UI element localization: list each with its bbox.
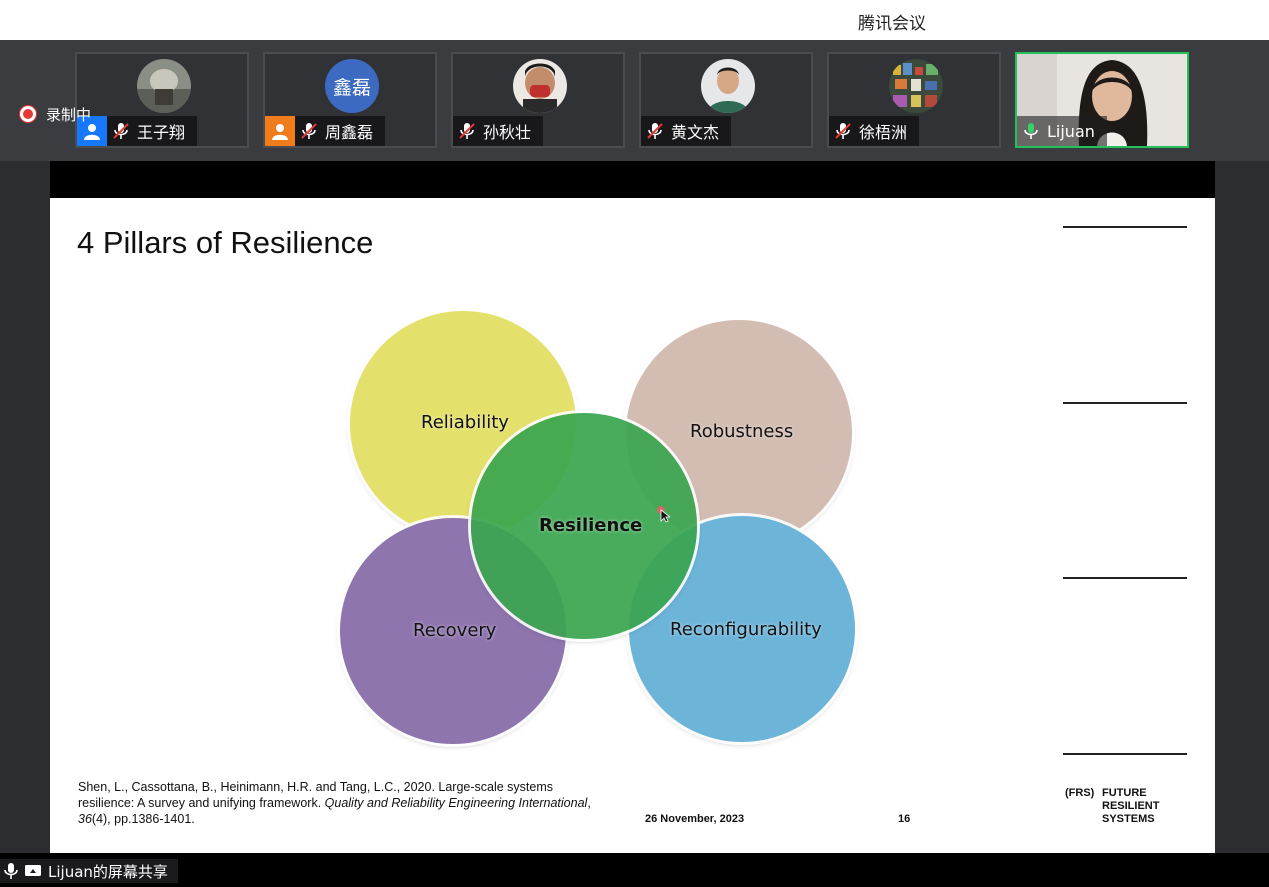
participant-tile[interactable]: 黄文杰 — [639, 52, 813, 148]
citation: Shen, L., Cassottana, B., Heinimann, H.R… — [78, 779, 598, 827]
slide-page-number: 16 — [898, 813, 910, 825]
slide-date: 26 November, 2023 — [645, 813, 744, 825]
participant-tile[interactable]: 徐梧洲 — [827, 52, 1001, 148]
avatar — [513, 59, 567, 113]
shared-screen-top-border — [50, 161, 1215, 198]
participant-tile[interactable]: 孙秋壮 — [451, 52, 625, 148]
mic-active-icon — [1017, 116, 1045, 146]
org-name-line: SYSTEMS — [1102, 813, 1159, 826]
org-abbreviation: (FRS) — [1065, 787, 1094, 799]
mic-muted-icon — [829, 116, 857, 146]
divider — [1063, 402, 1187, 404]
bottom-bar — [0, 853, 1269, 887]
screen-share-label: Lijuan的屏幕共享 — [48, 861, 168, 882]
participant-name: 徐梧洲 — [859, 119, 907, 143]
participant-namebar: 黄文杰 — [641, 116, 731, 146]
screen-share-indicator[interactable]: Lijuan的屏幕共享 — [0, 859, 178, 883]
citation-volume: 36 — [78, 812, 92, 826]
participant-namebar: 孙秋壮 — [453, 116, 543, 146]
citation-journal: Quality and Reliability Engineering Inte… — [325, 796, 588, 810]
participant-name: 孙秋壮 — [483, 119, 531, 143]
slide-title: 4 Pillars of Resilience — [77, 225, 373, 261]
recording-indicator[interactable]: 录制中 — [20, 104, 91, 124]
participant-name: Lijuan — [1047, 122, 1095, 141]
title-bar: 腾讯会议 — [0, 0, 1269, 40]
org-name: FUTURE RESILIENT SYSTEMS — [1102, 787, 1159, 826]
mic-muted-icon — [641, 116, 669, 146]
participant-namebar: 王子翔 — [77, 116, 197, 146]
mic-muted-icon — [295, 116, 323, 146]
org-name-line: RESILIENT — [1102, 800, 1159, 813]
screen-share-icon — [22, 860, 44, 882]
participant-namebar: Lijuan — [1017, 116, 1107, 146]
avatar — [701, 59, 755, 113]
reconfigurability-label: Reconfigurability — [670, 619, 822, 640]
shared-slide: 4 Pillars of Resilience Reliability Robu… — [50, 198, 1215, 853]
mic-icon — [0, 860, 22, 882]
participant-tile[interactable]: 鑫磊 周鑫磊 — [263, 52, 437, 148]
pointer-cursor-icon — [656, 505, 670, 523]
recording-label: 录制中 — [46, 104, 91, 125]
recovery-label: Recovery — [413, 620, 496, 641]
app-title: 腾讯会议 — [858, 9, 926, 34]
participant-tile[interactable]: 王子翔 — [75, 52, 249, 148]
participant-name: 周鑫磊 — [325, 119, 373, 143]
participant-tile-active[interactable]: Lijuan — [1015, 52, 1189, 148]
citation-separator: , — [587, 796, 590, 810]
avatar — [889, 59, 943, 113]
citation-pages: (4), pp.1386-1401. — [92, 812, 195, 826]
participant-name: 黄文杰 — [671, 119, 719, 143]
resilience-label: Resilience — [539, 515, 642, 536]
reliability-label: Reliability — [421, 412, 509, 433]
robustness-label: Robustness — [690, 421, 793, 442]
org-name-line: FUTURE — [1102, 787, 1159, 800]
participant-namebar: 徐梧洲 — [829, 116, 919, 146]
participant-namebar: 周鑫磊 — [265, 116, 385, 146]
avatar — [137, 59, 191, 113]
mic-muted-icon — [453, 116, 481, 146]
record-icon — [20, 106, 36, 122]
divider — [1063, 577, 1187, 579]
divider — [1063, 753, 1187, 755]
divider — [1063, 226, 1187, 228]
user-icon — [265, 116, 295, 146]
participant-name: 王子翔 — [137, 119, 185, 143]
mic-muted-icon — [107, 116, 135, 146]
avatar: 鑫磊 — [325, 59, 379, 113]
